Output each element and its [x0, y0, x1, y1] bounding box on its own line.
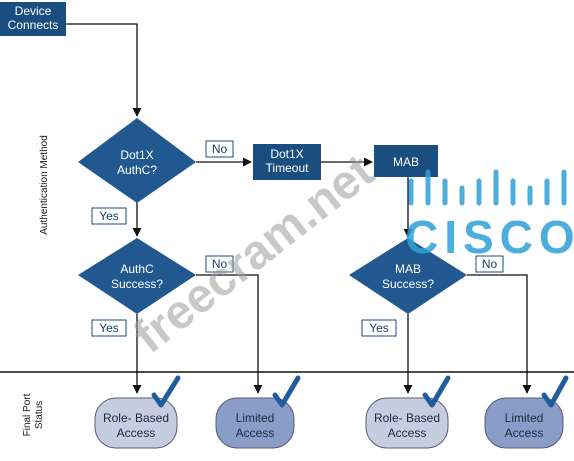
node-dot1x-timeout: Dot1X Timeout: [253, 144, 321, 180]
svg-text:Yes: Yes: [99, 209, 119, 223]
svg-text:Final Port: Final Port: [22, 393, 33, 436]
svg-text:MAB: MAB: [395, 262, 421, 276]
svg-text:Success?: Success?: [111, 277, 163, 291]
node-device-connects: Device Connects: [0, 2, 66, 36]
svg-text:MAB: MAB: [393, 155, 419, 169]
svg-text:Success?: Success?: [382, 277, 434, 291]
svg-text:No: No: [482, 257, 498, 271]
svg-text:AuthC?: AuthC?: [117, 163, 157, 177]
svg-text:Limited: Limited: [236, 411, 275, 425]
checkmark-icon: [422, 375, 451, 408]
svg-text:AuthC: AuthC: [120, 262, 154, 276]
edge-label-yes-1: Yes: [91, 207, 127, 225]
edge-label-no-2: No: [205, 255, 234, 273]
node-role-based-access-1: Role- Based Access: [94, 397, 178, 449]
edge-label-yes-3: Yes: [361, 319, 397, 337]
svg-text:Access: Access: [117, 426, 156, 440]
checkmark-icon: [272, 375, 301, 408]
svg-text:Dot1X: Dot1X: [120, 148, 153, 162]
edge-authc-no: [196, 274, 263, 394]
svg-text:Dot1X: Dot1X: [270, 147, 303, 161]
svg-text:Yes: Yes: [369, 321, 389, 335]
checkmark-icon: [541, 375, 569, 408]
node-limited-access-1: Limited Access: [215, 397, 295, 449]
edge-label-no-1: No: [205, 140, 234, 158]
svg-text:Access: Access: [236, 426, 275, 440]
edges: [66, 23, 532, 394]
svg-text:Access: Access: [505, 426, 544, 440]
svg-text:Status: Status: [34, 401, 45, 429]
svg-text:No: No: [212, 257, 228, 271]
svg-text:Role- Based: Role- Based: [374, 411, 440, 425]
node-dot1x-authc: Dot1X AuthC?: [78, 118, 196, 203]
svg-text:CISCO: CISCO: [405, 211, 574, 263]
node-limited-access-2: Limited Access: [484, 397, 564, 449]
edge-label-yes-2: Yes: [91, 319, 127, 337]
svg-text:Yes: Yes: [99, 321, 119, 335]
edge-mab-no: [467, 274, 532, 394]
edge-device-to-dot1x: [66, 23, 142, 117]
svg-text:Connects: Connects: [8, 18, 59, 32]
svg-text:Limited: Limited: [505, 411, 544, 425]
node-mab-success: MAB Success?: [349, 238, 467, 314]
cisco-logo-icon: CISCO: [405, 169, 574, 263]
axis-label-authentication-method: Authentication Method: [39, 135, 50, 235]
edge-label-no-3: No: [475, 255, 504, 273]
svg-text:No: No: [212, 142, 228, 156]
svg-text:Role- Based: Role- Based: [103, 411, 169, 425]
checkmark-icon: [151, 375, 181, 408]
svg-text:Timeout: Timeout: [266, 161, 310, 175]
svg-text:Access: Access: [388, 426, 427, 440]
axis-label-final-port-status: Final Port Status: [22, 393, 45, 436]
node-authc-success: AuthC Success?: [78, 238, 196, 314]
node-role-based-access-2: Role- Based Access: [365, 397, 449, 449]
svg-text:Device: Device: [15, 4, 52, 18]
